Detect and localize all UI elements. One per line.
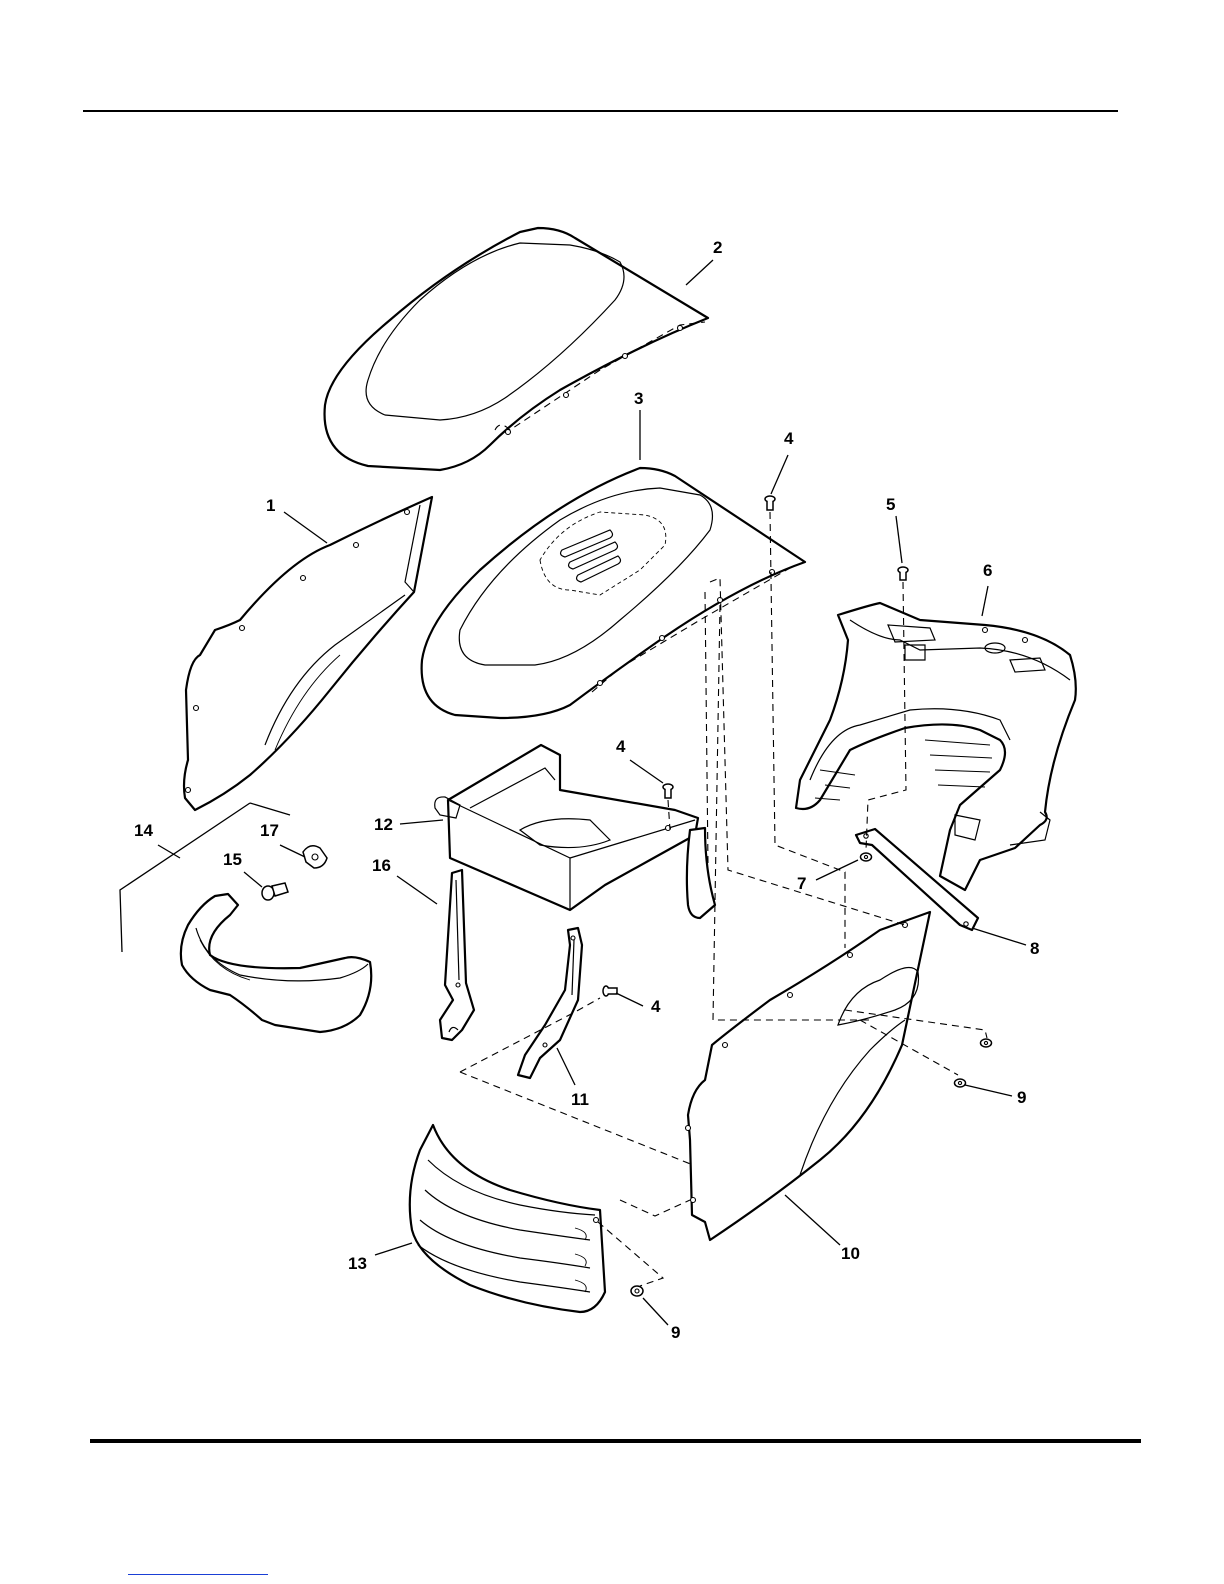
callout-4-mid: 4	[616, 737, 626, 756]
part-9-nut-c	[631, 1286, 643, 1296]
part-12-battery-tray	[435, 745, 715, 918]
callout-4-top: 4	[784, 429, 794, 448]
footer-link-underline[interactable]	[128, 1574, 268, 1575]
callout-14: 14	[134, 821, 153, 840]
part-3-hood	[422, 468, 805, 718]
callout-15: 15	[223, 850, 242, 869]
part-2-hood-top	[325, 228, 708, 470]
callout-7: 7	[797, 874, 806, 893]
callout-16: 17	[260, 821, 279, 840]
callout-8: 8	[1030, 939, 1039, 958]
callout-5: 5	[886, 495, 895, 514]
callouts: 2 3 1 4 5 6 4 14 17 12 15 16 7 8 4 9 11 …	[134, 238, 1039, 1342]
part-4-screw-mid	[663, 784, 673, 798]
callout-12: 12	[374, 815, 393, 834]
callout-3: 3	[634, 389, 643, 408]
footer-rule	[90, 1439, 1141, 1443]
part-11-bracket	[518, 928, 582, 1078]
callout-4-lower: 4	[651, 997, 661, 1016]
part-16-clip	[303, 846, 327, 868]
part-9-nut-b	[955, 1079, 966, 1087]
callout-11: 11	[571, 1090, 589, 1109]
part-7-nut	[861, 853, 872, 861]
part-15-fastener	[262, 883, 288, 900]
callout-6: 6	[983, 561, 992, 580]
callout-1: 1	[266, 496, 275, 515]
part-6-dash-panel	[796, 603, 1076, 890]
callout-13: 13	[348, 1254, 367, 1273]
part-10-side-panel-right	[686, 912, 931, 1240]
callout-2: 2	[713, 238, 722, 257]
part-14-nose	[181, 894, 371, 1032]
callout-9-right: 9	[1017, 1088, 1026, 1107]
part-17-bracket	[440, 870, 474, 1040]
part-9-nut-a	[981, 1039, 992, 1047]
part-5-screw	[898, 567, 908, 580]
part-13-grille	[410, 1125, 605, 1312]
callout-9-bottom: 9	[671, 1323, 680, 1342]
callout-17: 16	[372, 856, 391, 875]
part-4-screw-top	[765, 496, 775, 510]
part-4-screw-lower	[603, 986, 617, 996]
part-1-side-panel-left	[184, 497, 432, 810]
callout-10: 10	[841, 1244, 860, 1263]
